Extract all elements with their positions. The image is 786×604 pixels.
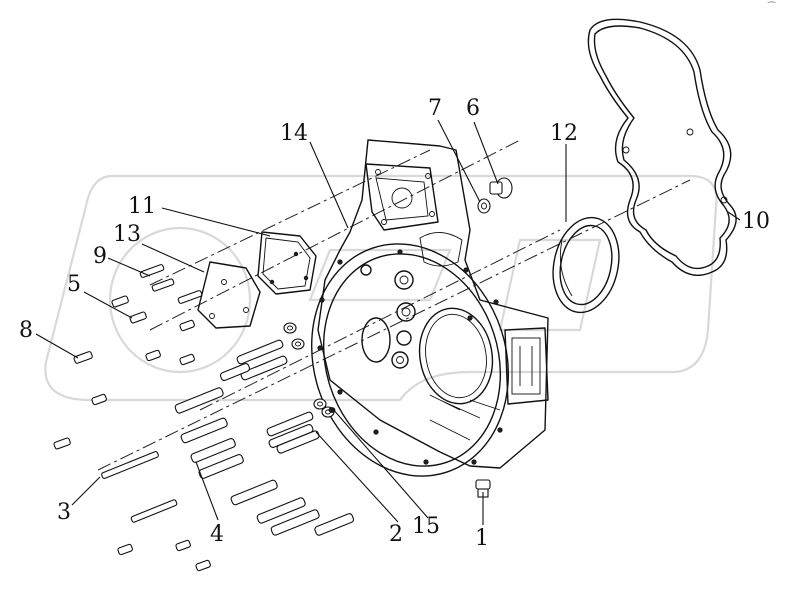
callout-9: 9 xyxy=(93,244,107,269)
part-10-cover-gasket xyxy=(587,18,737,276)
callout-6: 6 xyxy=(466,96,480,121)
watermark xyxy=(44,174,718,402)
callout-4: 4 xyxy=(210,522,224,547)
part-2-bolts xyxy=(266,411,320,454)
leader-lines xyxy=(35,119,741,525)
part-7-washer xyxy=(477,198,491,214)
part-4-flange-bolts xyxy=(174,339,355,536)
part-5-bolts xyxy=(111,295,195,366)
callout-1: 1 xyxy=(475,526,489,551)
part-3-long-stud xyxy=(101,451,178,523)
callout-2: 2 xyxy=(389,522,403,547)
part-14-flywheel-housing xyxy=(310,139,549,477)
callout-8: 8 xyxy=(19,318,33,343)
part-11-cover-gasket xyxy=(257,231,317,295)
assembly-axis-lines xyxy=(97,139,691,471)
part-9-studs xyxy=(139,264,203,304)
part-13-cover-plate xyxy=(197,261,261,329)
callout-12: 12 xyxy=(550,121,578,146)
callout-11: 11 xyxy=(128,194,156,219)
part-6-plug xyxy=(489,177,513,199)
part-15-washers xyxy=(283,322,336,418)
callout-labels: 1 2 3 4 5 6 7 8 9 10 11 12 13 14 15 xyxy=(19,96,770,551)
callout-3: 3 xyxy=(57,500,71,525)
callout-15: 15 xyxy=(412,514,440,539)
callout-13: 13 xyxy=(113,222,141,247)
small-bolts-bottom xyxy=(117,539,211,572)
callout-10: 10 xyxy=(742,209,770,234)
callout-5: 5 xyxy=(67,272,81,297)
part-8-bolts xyxy=(53,351,107,450)
corner-mark: ⁀ xyxy=(767,2,776,13)
part-12-seal-ring xyxy=(552,216,620,314)
callout-7: 7 xyxy=(428,96,442,121)
callout-14: 14 xyxy=(280,121,308,146)
